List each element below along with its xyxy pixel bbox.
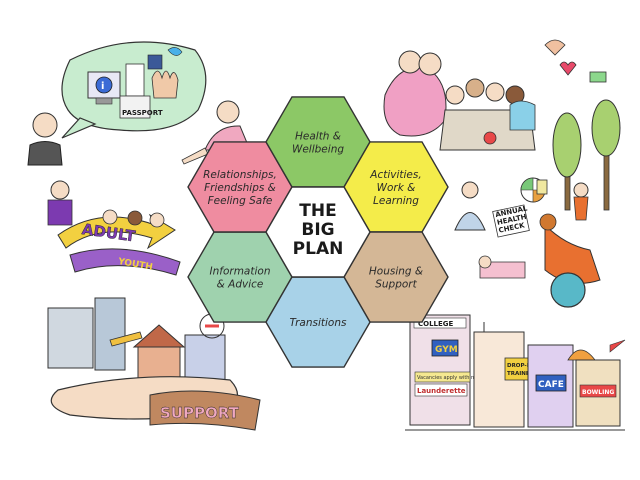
segment-label: & Advice <box>217 279 264 291</box>
segment-label: Feeling Safe <box>208 195 273 207</box>
drop-in-sign: DROP-IN <box>507 363 534 369</box>
vacancies-sign: Vacancies apply within <box>417 375 474 381</box>
segment-health-wellbeing: Health &Wellbeing <box>265 96 371 188</box>
segment-label: Learning <box>373 195 419 207</box>
passport-text: PASSPORT <box>122 109 163 117</box>
segment-label: Wellbeing <box>292 143 344 155</box>
segment-label: Housing & <box>369 266 423 278</box>
facebook-icon <box>147 54 163 70</box>
segment-housing-support: Housing &Support <box>343 231 449 323</box>
bird-icon <box>167 47 183 56</box>
segment-activities: Activities,Work &Learning <box>343 141 449 233</box>
segment-label: Information <box>210 266 271 278</box>
cafe-sign: CAFE <box>538 380 564 390</box>
segment-information-advice: Information& Advice <box>187 231 293 323</box>
health-illustration: ANNUAL HEALTH CHECK <box>454 99 621 308</box>
launderette-sign: Launderette <box>417 387 466 395</box>
info-icon <box>95 76 113 94</box>
transitions-illustration: ADULT YOUTH <box>47 180 181 276</box>
big-plan-title: PLAN <box>293 239 344 259</box>
college-sign: COLLEGE <box>418 320 454 328</box>
segment-label: Transitions <box>290 317 348 329</box>
relationships-illustration <box>383 39 607 151</box>
gym-sign: GYM <box>435 345 458 355</box>
segment-label: Activities, <box>369 169 421 181</box>
segment-label: Health & <box>295 130 341 142</box>
segment-label: Work & <box>377 182 416 194</box>
svg-text:TRAINING: TRAINING <box>507 371 538 377</box>
big-plan-title: THE <box>299 201 336 221</box>
heart-icon <box>559 61 577 76</box>
town-illustration: COLLEGE GYM Vacancies apply within Laund… <box>405 314 626 431</box>
svg-text:i: i <box>101 81 104 92</box>
bowling-sign: BOWLING <box>582 389 614 396</box>
segment-label: Relationships, <box>203 169 277 181</box>
information-illustration: i PASSPORT <box>27 41 207 166</box>
support-text: SUPPORT <box>160 404 240 422</box>
key-icon <box>109 331 143 347</box>
segment-label: Support <box>375 279 417 291</box>
big-plan-hexagons: Information& Advice Relationships,Friends… <box>187 96 449 368</box>
housing-illustration: SUPPORT <box>47 297 261 431</box>
big-plan-title: BIG <box>301 220 334 240</box>
segment-label: Friendships & <box>204 182 276 194</box>
